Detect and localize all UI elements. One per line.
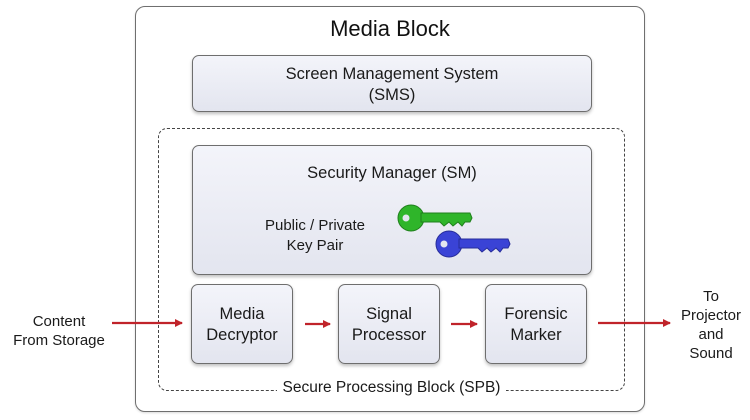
sms-box xyxy=(192,55,592,112)
media-decryptor-box xyxy=(191,284,293,364)
signal-processor-box xyxy=(338,284,440,364)
output-label: To Projector and Sound xyxy=(672,287,750,363)
forensic-marker-label-line1: Forensic xyxy=(504,305,568,323)
key-pair-label: Public / Private Key Pair xyxy=(252,216,378,256)
output-label-line3: and xyxy=(698,326,724,343)
output-label-line4: Sound xyxy=(689,345,733,362)
security-manager-box xyxy=(192,145,592,275)
forensic-marker-label-line2: Marker xyxy=(510,326,562,344)
blue-key-icon xyxy=(435,230,511,258)
forensic-marker-box xyxy=(485,284,587,364)
forensic-marker-label: Forensic Marker xyxy=(485,304,587,346)
input-label-line2: From Storage xyxy=(13,332,105,349)
media-decryptor-label-line1: Media xyxy=(219,305,265,323)
sms-label-line2: (SMS) xyxy=(368,86,416,104)
spb-label-text: Secure Processing Block (SPB) xyxy=(276,379,507,396)
input-label-line1: Content xyxy=(32,313,86,330)
media-decryptor-label: Media Decryptor xyxy=(191,304,293,346)
green-key-icon xyxy=(397,204,473,232)
output-label-line1: To xyxy=(703,288,719,305)
security-manager-title: Security Manager (SM) xyxy=(307,164,477,182)
sms-label-line1: Screen Management System xyxy=(285,65,499,83)
media-block-title: Media Block xyxy=(330,16,450,41)
sms-label: Screen Management System (SMS) xyxy=(192,64,592,106)
signal-processor-label-line2: Processor xyxy=(351,326,427,344)
output-label-line2: Projector xyxy=(680,307,742,324)
media-decryptor-label-line2: Decryptor xyxy=(206,326,278,344)
input-label: Content From Storage xyxy=(2,312,116,350)
spb-label: Secure Processing Block (SPB) xyxy=(158,379,625,397)
key-pair-label-line2: Key Pair xyxy=(286,237,344,254)
key-pair-label-line1: Public / Private xyxy=(264,217,366,234)
signal-processor-label-line1: Signal xyxy=(366,305,412,323)
signal-processor-label: Signal Processor xyxy=(338,304,440,346)
